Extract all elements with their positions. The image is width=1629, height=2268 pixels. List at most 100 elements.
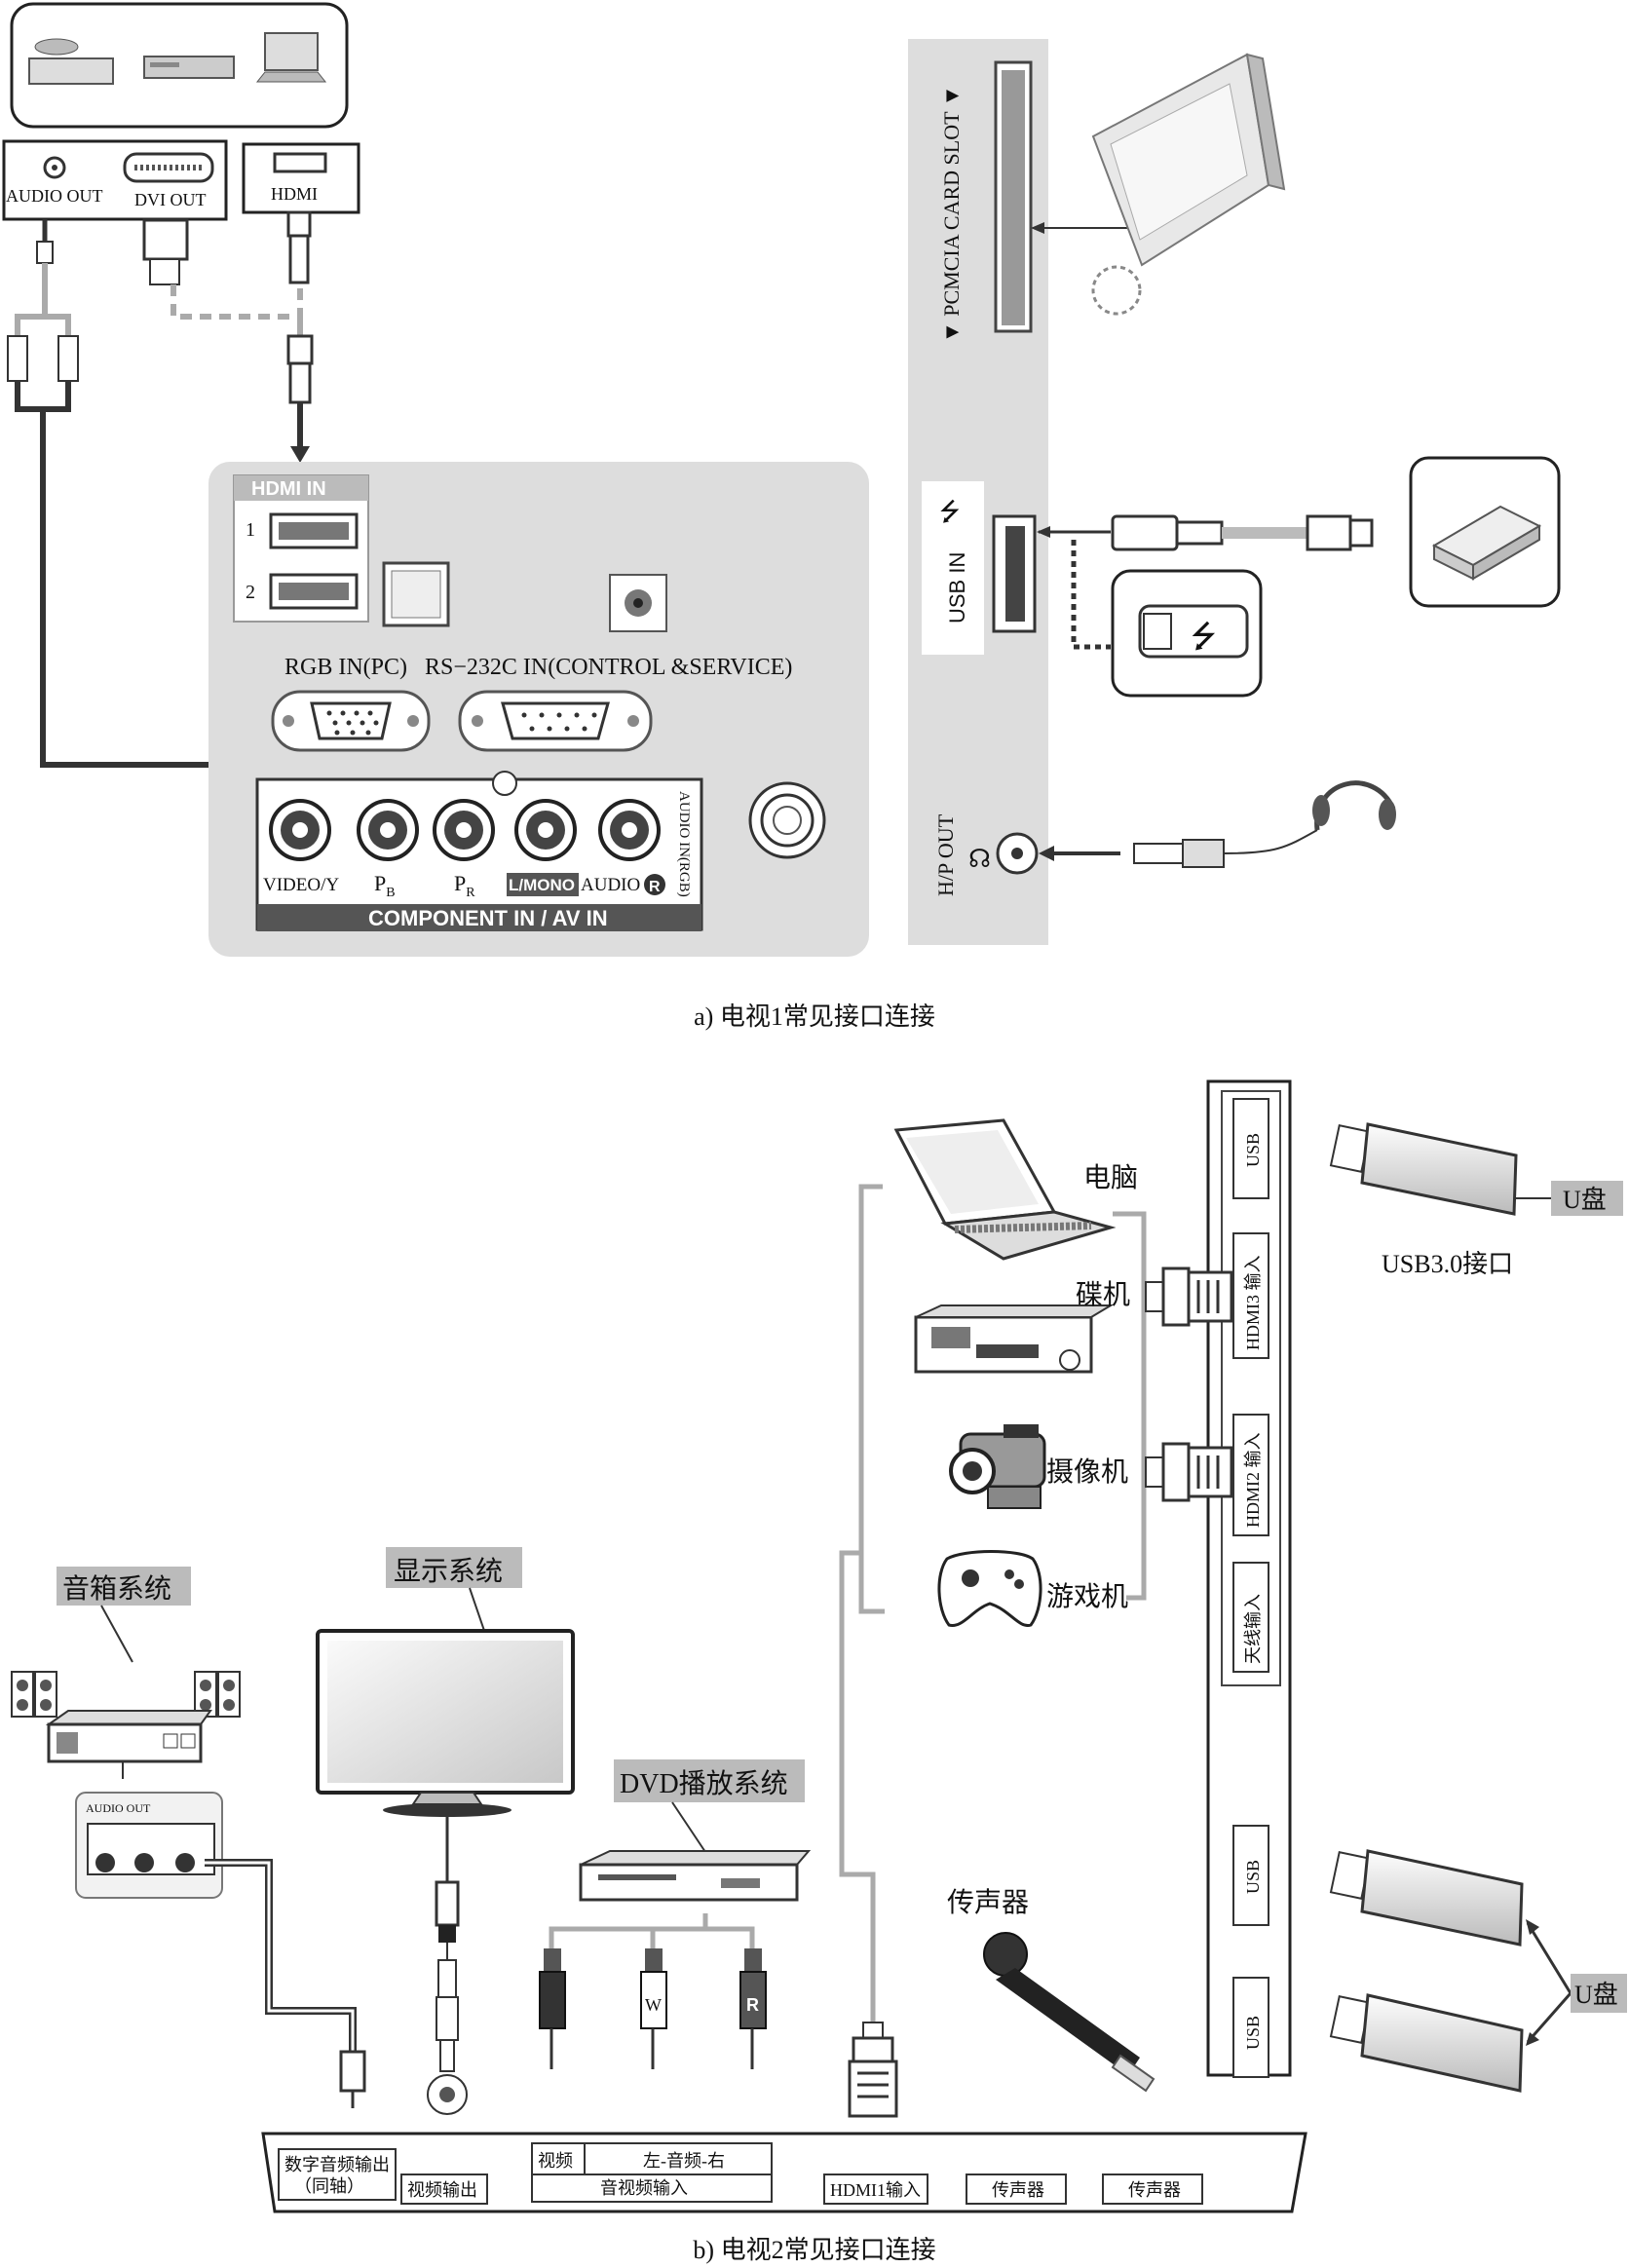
- laptop-icon: [255, 32, 327, 83]
- dvd-player-icon: [579, 1850, 812, 1902]
- caption-b: b) 电视2常见接口连接: [693, 2236, 935, 2264]
- disc-player-icon: [914, 1304, 1115, 1374]
- side-port-usb-2: USB: [1243, 1860, 1263, 1894]
- mic-2-label: 传声器: [1128, 2180, 1181, 2200]
- rca-plug-icon: [435, 1880, 460, 1927]
- speakers-icon: [11, 1671, 241, 1718]
- hdmi-port-icon: [273, 152, 327, 173]
- game-controller-icon: [937, 1550, 1042, 1627]
- amplifier-icon: [45, 1710, 212, 1763]
- hdmi-plug-icon: [1145, 1266, 1233, 1327]
- source-ports-box: AUDIO OUT DVI OUT: [2, 139, 228, 221]
- antenna-port: [1232, 1562, 1269, 1673]
- rca-plug-icon: [640, 1971, 667, 2029]
- usb-port-1: [1232, 1098, 1269, 1199]
- tv1-back-panel: HDMI IN 1 2 RGB IN(PC) RS−232C IN(CONTRO…: [208, 462, 869, 957]
- component-in-label: COMPONENT IN / AV IN: [368, 906, 608, 930]
- white-plug-label: W: [645, 1995, 662, 2015]
- mic-input-port-1: [966, 2174, 1067, 2205]
- caption-a: a) 电视1常见接口连接: [694, 1002, 935, 1031]
- camcorder-icon: [949, 1424, 1046, 1509]
- hdmi-port-1-number: 1: [246, 519, 255, 541]
- usb-flash-label-1: U盘: [1563, 1186, 1607, 1214]
- disc-player-label: 碟机: [1076, 1279, 1130, 1310]
- audio-lr-label: 左-音频-右: [643, 2151, 725, 2171]
- rca-plug-icon: [339, 2050, 366, 2093]
- pcmcia-card-icon: [1091, 53, 1286, 316]
- game-console-label: 游戏机: [1046, 1581, 1128, 1612]
- dvi-port-icon: [123, 152, 214, 183]
- hdmi-source-box: HDMI: [242, 142, 360, 214]
- hdmi-port-2-number: 2: [246, 582, 255, 603]
- av-cable-plugs: W R: [539, 1948, 767, 2069]
- coax-in-jack-icon: [748, 781, 826, 859]
- audio-in-rgb-label: AUDIO IN(RGB): [676, 791, 692, 897]
- hdmi-plug-icon: [286, 210, 312, 238]
- speaker-system-label: 音箱系统: [62, 1573, 171, 1605]
- vga-port-icon: [271, 690, 431, 752]
- digital-audio-out-port: [278, 2148, 397, 2201]
- side-port-antenna: 天线输入: [1243, 1594, 1263, 1664]
- usb-port-3: [1232, 1977, 1269, 2078]
- usb-flash-drive-box: ⭍: [1111, 569, 1263, 698]
- av-input-label: 音视频输入: [600, 2178, 688, 2198]
- hp-out-label: H/P OUT: [933, 813, 958, 896]
- pb-label: PB: [374, 871, 396, 900]
- side-port-usb-3: USB: [1243, 2016, 1263, 2050]
- usb3-label: USB3.0接口: [1382, 1250, 1513, 1278]
- headphone-plug-icon: [1133, 829, 1318, 868]
- hdmi-plug-icon: [848, 2022, 898, 2118]
- rgb-in-label: RGB IN(PC): [284, 655, 407, 680]
- source-devices-box: [10, 2, 349, 129]
- audio-label: AUDIO: [581, 875, 640, 895]
- red-plug-label: R: [746, 1995, 759, 2015]
- video-out-port: [400, 2174, 488, 2205]
- microphone-icon: [983, 1932, 1155, 2093]
- audio-out-small-label: AUDIO OUT: [86, 1801, 151, 1815]
- dvd-player-icon: [28, 38, 114, 85]
- tv2-side-panel: USB HDMI3 输入 HDMI2 输入 天线输入 USB USB: [1206, 1079, 1292, 2078]
- side-port-hdmi3: HDMI3 输入: [1243, 1256, 1263, 1351]
- hdmi2-port: [1232, 1414, 1269, 1536]
- tv-monitor-icon: [316, 1629, 575, 1817]
- hdmi3-port: [1232, 1232, 1269, 1359]
- set-top-box-icon: [143, 56, 235, 79]
- headphones-icon: [1312, 780, 1396, 831]
- laptop-icon: [893, 1118, 1117, 1261]
- audio-r-label: R: [649, 879, 661, 895]
- pr-label: PR: [454, 871, 475, 900]
- coax-cable: [205, 1859, 366, 2108]
- hdmi1-input-label: HDMI1输入: [830, 2180, 921, 2200]
- usb-flash-drive-icon: [1329, 1122, 1518, 1216]
- rca-plug-icon: [7, 335, 28, 382]
- side-port-usb-1: USB: [1243, 1133, 1263, 1167]
- hdmi-in-label: HDMI IN: [251, 478, 326, 500]
- video-y-label: VIDEO/Y: [263, 875, 339, 895]
- rca-plug-icon: [57, 335, 79, 382]
- usb-in-label: USB IN: [945, 552, 969, 624]
- usb-plug-icon: [1111, 514, 1179, 551]
- external-hdd-box: [1409, 456, 1561, 608]
- bracket-lines: [839, 1184, 1147, 2065]
- hdmi1-input-port: [823, 2174, 928, 2205]
- rca-plug-icon: [539, 1971, 566, 2029]
- dvi-plug-icon: [142, 218, 189, 261]
- display-system-label: 显示系统: [394, 1556, 503, 1587]
- audio-out-panel-icon: AUDIO OUT: [75, 1792, 223, 1899]
- mic-1-label: 传声器: [992, 2180, 1044, 2200]
- dvi-out-label: DVI OUT: [134, 190, 207, 209]
- tv1-side-panel: ▼ PCMCIA CARD SLOT ▼ USB IN ⭍: [908, 39, 1561, 945]
- tv2-bottom-panel: 数字音频输出 （同轴） 视频输出 视频 左-音频-右 音视频输入 HDMI1输入…: [261, 2132, 1307, 2213]
- hdmi-source-label: HDMI: [271, 184, 318, 204]
- rca-jacks: [269, 771, 661, 861]
- usb-symbol-icon: ⭍: [1191, 619, 1217, 654]
- usb-icon: ⭍: [939, 497, 961, 526]
- av-input-port: [531, 2142, 773, 2203]
- pcmcia-label: ▼ PCMCIA CARD SLOT ▼: [939, 86, 964, 343]
- video-label: 视频: [538, 2151, 573, 2171]
- digital-audio-out-label: 数字音频输出: [284, 2155, 390, 2174]
- audio-out-label: AUDIO OUT: [6, 186, 102, 206]
- hdmi-plug-icon: [1145, 1442, 1233, 1502]
- rs232-label: RS−232C IN(CONTROL &SERVICE): [425, 655, 792, 680]
